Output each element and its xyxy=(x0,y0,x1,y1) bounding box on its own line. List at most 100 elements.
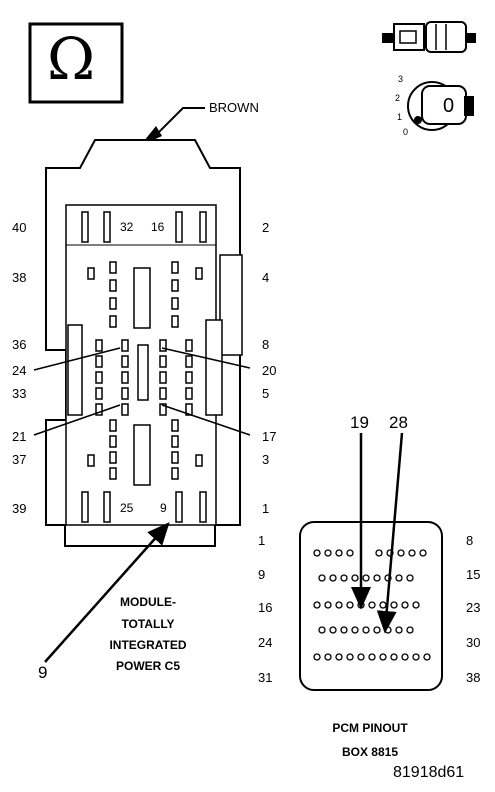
module-cavity xyxy=(109,451,117,464)
pcm-probe-pin-label: 28 xyxy=(389,413,408,432)
pcm-cavity xyxy=(412,601,420,609)
module-cavity xyxy=(171,297,179,310)
module-pin-label: 4 xyxy=(262,270,270,285)
pcm-cavity xyxy=(318,626,326,634)
module-probe-arrow xyxy=(44,522,170,663)
pcm-cavity xyxy=(357,653,365,661)
pcm-cavity xyxy=(423,653,431,661)
pcm-cavity xyxy=(379,601,387,609)
module-cavity xyxy=(109,261,117,274)
pcm-row-label: 30 xyxy=(466,635,481,650)
module-cavity xyxy=(175,491,183,523)
pcm-row-label: 23 xyxy=(466,600,481,615)
module-pin-label: 8 xyxy=(262,337,270,352)
module-cavity xyxy=(109,467,117,480)
module-caption-line: INTEGRATED xyxy=(109,638,187,652)
module-cavity xyxy=(199,491,207,523)
module-cavity xyxy=(171,435,179,448)
pcm-cavity xyxy=(324,653,332,661)
pcm-cavity xyxy=(313,549,321,557)
module-caption-line: TOTALLY xyxy=(121,617,175,631)
pcm-cavity xyxy=(373,626,381,634)
module-pin-label: 2 xyxy=(262,220,270,235)
pcm-cavity xyxy=(419,549,427,557)
pcm-cavity xyxy=(329,626,337,634)
module-inner-pin-label: 25 xyxy=(120,501,134,515)
module-pin-label: 33 xyxy=(12,386,27,401)
module-pin-label: 38 xyxy=(12,270,27,285)
module-cavity xyxy=(185,355,193,368)
pcm-cavity xyxy=(362,626,370,634)
pcm-row-label: 38 xyxy=(466,670,481,685)
module-cavity xyxy=(159,403,167,416)
module-pin-label: 17 xyxy=(262,429,277,444)
module-cavity xyxy=(185,387,193,400)
module-pin-label: 39 xyxy=(12,501,27,516)
pcm-cavity xyxy=(401,653,409,661)
module-connector-body xyxy=(45,139,243,547)
module-cavity xyxy=(109,297,117,310)
pcm-cavity xyxy=(397,549,405,557)
module-cavity xyxy=(195,267,203,280)
module-cavity xyxy=(171,315,179,328)
module-cavity xyxy=(171,467,179,480)
module-cavity xyxy=(81,491,89,523)
module-pin-label: 40 xyxy=(12,220,27,235)
module-caption-line: MODULE- xyxy=(120,595,176,609)
pcm-cavity xyxy=(313,653,321,661)
module-probe-pin-label: 9 xyxy=(38,663,48,682)
ohmmeter-icon xyxy=(28,22,124,104)
pcm-row-label: 9 xyxy=(258,567,266,582)
pcm-cavity xyxy=(375,549,383,557)
pcm-cavity xyxy=(324,601,332,609)
pcm-row-label: 16 xyxy=(258,600,273,615)
pcm-cavity xyxy=(373,574,381,582)
pcm-cavity xyxy=(340,574,348,582)
pcm-cavity xyxy=(412,653,420,661)
pcm-cavity xyxy=(329,574,337,582)
pcm-probe-pin-label: 19 xyxy=(350,413,369,432)
pcm-cavity xyxy=(346,653,354,661)
switch-position-3: 3 xyxy=(398,74,404,84)
pcm-cavity xyxy=(368,601,376,609)
pcm-cavity xyxy=(406,574,414,582)
pcm-cavity xyxy=(335,549,343,557)
pcm-cavity xyxy=(362,574,370,582)
module-cavity xyxy=(95,371,103,384)
module-pin-label: 21 xyxy=(12,429,27,444)
pcm-cavity xyxy=(346,549,354,557)
module-cavity xyxy=(195,454,203,467)
ignition-switch-icon xyxy=(407,81,474,131)
module-cavity xyxy=(175,211,183,243)
module-cavity xyxy=(87,454,95,467)
key-position-label: 0 xyxy=(443,95,455,117)
ohm-symbol: Ω xyxy=(47,25,96,93)
module-pin-leaders xyxy=(33,347,251,436)
module-cavities xyxy=(81,211,207,523)
pcm-caption-line: PCM PINOUT xyxy=(332,721,408,735)
module-cavity xyxy=(171,451,179,464)
module-pin-label: 24 xyxy=(12,363,27,378)
pcm-cavity xyxy=(351,626,359,634)
module-inner-pin-label: 9 xyxy=(160,501,167,515)
module-cavity xyxy=(109,279,117,292)
pcm-cavity xyxy=(406,626,414,634)
module-pin-label: 37 xyxy=(12,452,27,467)
module-cavity xyxy=(95,339,103,352)
pcm-cavity xyxy=(401,601,409,609)
module-pin-label: 5 xyxy=(262,386,270,401)
pcm-cavity xyxy=(395,626,403,634)
module-cavity xyxy=(81,211,89,243)
switch-position-2: 2 xyxy=(395,93,401,103)
module-cavity xyxy=(103,491,111,523)
pcm-row-label: 31 xyxy=(258,670,273,685)
module-cavity xyxy=(109,419,117,432)
module-cavity xyxy=(159,339,167,352)
module-cavity xyxy=(121,355,129,368)
pcm-row-label: 8 xyxy=(466,533,474,548)
pcm-cavity xyxy=(351,574,359,582)
module-cavity xyxy=(159,355,167,368)
module-cavity xyxy=(171,279,179,292)
module-cavity xyxy=(103,211,111,243)
